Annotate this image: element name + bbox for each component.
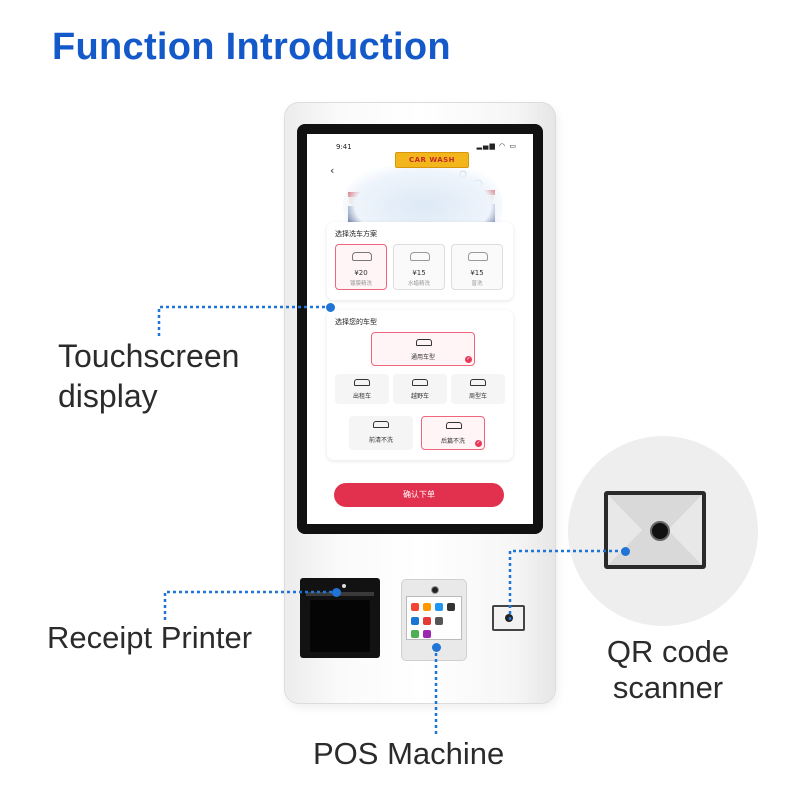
scanner-lens-icon bbox=[650, 521, 670, 541]
plan-name: 水蜡精洗 bbox=[407, 281, 430, 287]
printer-label: Receipt Printer bbox=[47, 620, 253, 655]
receipt-printer bbox=[300, 578, 380, 658]
plan-price: ¥15 bbox=[470, 269, 484, 277]
back-arrow-icon[interactable]: ‹ bbox=[330, 164, 335, 177]
car-icon bbox=[354, 379, 370, 386]
app-icon bbox=[423, 630, 431, 638]
car-icon bbox=[410, 252, 430, 261]
printer-led bbox=[342, 584, 346, 588]
vehicle-name: 周型车 bbox=[468, 393, 487, 400]
car-icon bbox=[470, 379, 486, 386]
pos-dot bbox=[432, 643, 441, 652]
vehicle-option[interactable]: 通用车型 ✓ bbox=[371, 332, 475, 366]
plan-option[interactable]: ¥15 普洗 bbox=[451, 244, 503, 290]
app-icon bbox=[423, 617, 431, 625]
app-icon bbox=[435, 603, 443, 611]
plan-name: 镀膜精洗 bbox=[349, 281, 372, 287]
car-icon bbox=[446, 422, 462, 429]
vehicle-name: 前清不洗 bbox=[368, 437, 393, 444]
vehicle-name: 通用车型 bbox=[410, 354, 435, 361]
pos-label: POS Machine bbox=[313, 736, 505, 771]
plan-name: 普洗 bbox=[471, 281, 483, 287]
vehicle-name: 出租车 bbox=[352, 393, 371, 400]
vehicle-name: 后篇不洗 bbox=[440, 438, 465, 445]
check-icon: ✓ bbox=[475, 440, 482, 447]
vehicle-option[interactable]: 出租车 bbox=[335, 374, 389, 404]
plan-option[interactable]: ¥15 水蜡精洗 bbox=[393, 244, 445, 290]
car-wash-banner: CAR WASH bbox=[395, 152, 469, 168]
car-icon bbox=[468, 252, 488, 261]
plan-option[interactable]: ¥20 镀膜精洗 bbox=[335, 244, 387, 290]
status-bar: 9:41 ▂▄▆ ◠ ▭ bbox=[307, 134, 533, 154]
car-icon bbox=[373, 421, 389, 428]
touchscreen-label: Touchscreen display bbox=[58, 338, 240, 414]
vehicle-name: 越野车 bbox=[410, 393, 429, 400]
check-icon: ✓ bbox=[465, 356, 472, 363]
app-icon bbox=[411, 603, 419, 611]
app-icon bbox=[411, 630, 419, 638]
camera-icon bbox=[431, 586, 439, 594]
confirm-order-button[interactable]: 确认下单 bbox=[334, 483, 504, 507]
pos-screen bbox=[406, 596, 462, 640]
touchscreen-dot bbox=[326, 303, 335, 312]
app-icon bbox=[411, 617, 419, 625]
pos-machine bbox=[401, 579, 467, 661]
status-icons: ▂▄▆ ◠ ▭ bbox=[476, 142, 517, 150]
printer-dot bbox=[332, 588, 341, 597]
vehicle-option[interactable]: 后篇不洗 ✓ bbox=[421, 416, 485, 450]
plan-section-title: 选择洗车方案 bbox=[335, 230, 377, 238]
status-time: 9:41 bbox=[336, 143, 352, 151]
vehicle-option[interactable]: 前清不洗 bbox=[349, 416, 413, 450]
car-icon bbox=[412, 379, 428, 386]
qr-scanner-closeup bbox=[604, 491, 706, 569]
vehicle-section-title: 选择您的车型 bbox=[335, 318, 377, 326]
app-icon bbox=[423, 603, 431, 611]
page-title: Function Introduction bbox=[52, 26, 451, 68]
car-icon bbox=[352, 252, 372, 261]
plan-price: ¥20 bbox=[354, 269, 368, 277]
app-icon bbox=[435, 617, 443, 625]
app-icon bbox=[447, 603, 455, 611]
wash-plan-card: 选择洗车方案 ¥20 镀膜精洗 ¥15 水蜡精洗 ¥15 普洗 bbox=[327, 222, 513, 300]
vehicle-option[interactable]: 越野车 bbox=[393, 374, 447, 404]
vehicle-option[interactable]: 周型车 bbox=[451, 374, 505, 404]
printer-cover bbox=[310, 600, 370, 652]
qr-scanner-module bbox=[492, 605, 525, 631]
car-icon bbox=[416, 339, 432, 346]
plan-price: ¥15 bbox=[412, 269, 426, 277]
vehicle-type-card: 选择您的车型 通用车型 ✓ 出租车 越野车 周型车 前清不洗 后篇不洗 ✓ bbox=[327, 310, 513, 460]
touchscreen-display[interactable]: 9:41 ▂▄▆ ◠ ▭ CAR WASH ‹ 选择洗车方案 bbox=[307, 134, 533, 524]
qr-label: QR code scanner bbox=[606, 634, 730, 705]
qr-dot bbox=[621, 547, 630, 556]
